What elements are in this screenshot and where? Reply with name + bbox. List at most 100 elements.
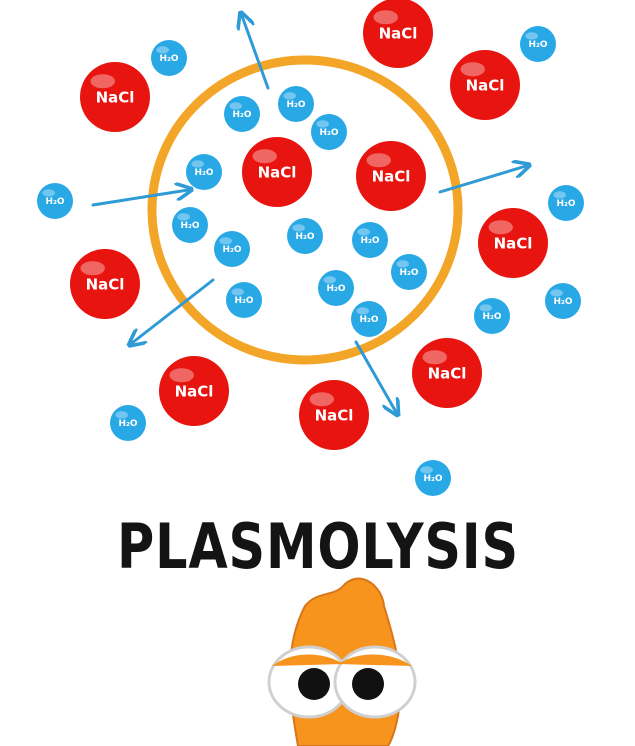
water-molecule-outside-highlight [115,411,128,419]
water-molecule-inside-circle [351,301,387,337]
water-molecule-inside-circle [226,282,262,318]
water-molecule-inside-highlight [396,260,410,268]
water-molecule-outside-highlight [550,289,563,297]
water-molecule-outside-circle [37,183,73,219]
water-molecule-inside: H₂O [172,207,208,243]
nacl-molecule-inside-circle [242,137,312,207]
nacl-molecule-outside: NaCl [70,249,140,319]
nacl-molecule-outside: NaCl [80,62,150,132]
water-molecule-outside-highlight [479,304,493,312]
nacl-molecule-outside-label: NaCl [466,76,505,94]
nacl-molecule-inside-circle [356,141,426,211]
water-molecule-outside-circle [520,26,556,62]
water-molecule-inside-highlight [283,92,297,100]
nacl-molecule-outside: NaCl [159,356,229,426]
water-molecule-inside-label: H₂O [319,128,338,138]
nacl-molecule-outside: NaCl [450,50,520,120]
water-molecule-outside-highlight [420,466,434,474]
nacl-molecule-outside-circle [299,380,369,450]
water-molecule-outside-highlight [525,32,538,40]
water-molecule-outside: H₂O [415,460,451,496]
water-molecule-outside-highlight [42,189,55,197]
nacl-molecule-outside-label: NaCl [86,275,125,293]
water-molecule-inside-highlight [323,276,337,284]
water-molecule-inside-circle [186,154,222,190]
nacl-molecule-outside-highlight [309,392,334,407]
water-molecule-inside-label: H₂O [234,296,253,306]
water-molecule-outside-label: H₂O [528,40,547,50]
nacl-molecule-outside-label: NaCl [379,24,418,42]
nacl-molecule-inside-label: NaCl [372,167,411,185]
water-molecule-inside-highlight [229,102,242,110]
mascot-brow-left [272,654,344,666]
water-molecule-inside-circle [224,96,260,132]
nacl-molecule-outside-circle [159,356,229,426]
water-molecule-inside: H₂O [352,222,388,258]
water-molecule-inside-label: H₂O [222,245,241,255]
water-molecule-inside: H₂O [311,114,347,150]
water-molecule-inside: H₂O [214,231,250,267]
arrow-down-out [354,340,396,412]
water-molecule-inside: H₂O [287,218,323,254]
nacl-molecule-outside-circle [478,208,548,278]
water-molecule-inside: H₂O [318,270,354,306]
nacl-molecule-inside-highlight [252,149,277,164]
nacl-molecule-outside-highlight [80,261,105,276]
arrow-right-out [438,166,526,194]
nacl-molecule-outside-highlight [169,368,194,383]
water-molecule-outside-circle [110,405,146,441]
water-molecule-outside-label: H₂O [553,297,572,307]
water-molecule-outside: H₂O [548,185,584,221]
nacl-molecule-outside-highlight [422,350,447,365]
nacl-molecule-outside-highlight [373,10,398,25]
water-molecule-inside-circle [311,114,347,150]
nacl-molecule-outside-highlight [460,62,485,77]
water-molecule-outside: H₂O [151,40,187,76]
arrow-in-left [91,190,188,207]
water-molecule-outside-highlight [553,191,566,199]
water-molecule-inside: H₂O [351,301,387,337]
nacl-molecule-inside-label: NaCl [258,163,297,181]
water-molecule-inside-label: H₂O [180,221,199,231]
nacl-molecule-outside-circle [412,338,482,408]
water-molecule-inside-highlight [356,307,370,315]
water-molecule-inside-highlight [219,237,232,245]
nacl-molecule-outside: NaCl [478,208,548,278]
nacl-molecule-inside: NaCl [242,137,312,207]
water-molecule-inside-circle [278,86,314,122]
arrow-lower-left-out [132,278,215,343]
nacl-molecule-outside: NaCl [412,338,482,408]
water-molecule-inside-label: H₂O [286,100,305,110]
nacl-molecule-outside-label: NaCl [494,234,533,252]
water-molecule-inside-highlight [191,160,204,168]
water-molecule-inside: H₂O [391,254,427,290]
water-molecule-inside: H₂O [278,86,314,122]
water-molecule-outside-circle [474,298,510,334]
water-molecule-inside-label: H₂O [295,232,314,242]
water-molecule-outside-label: H₂O [423,474,442,484]
nacl-molecule-outside-circle [450,50,520,120]
water-molecule-outside-label: H₂O [45,197,64,207]
water-molecule-inside-label: H₂O [399,268,418,278]
water-molecule-outside-circle [548,185,584,221]
water-molecule-outside: H₂O [474,298,510,334]
water-molecule-inside-circle [287,218,323,254]
water-molecule-inside: H₂O [226,282,262,318]
water-molecule-inside-highlight [177,213,190,221]
mascot-character [267,577,417,746]
water-molecule-inside-circle [214,231,250,267]
cell-membrane [147,55,463,365]
water-molecule-outside-label: H₂O [159,54,178,64]
water-molecule-outside: H₂O [37,183,73,219]
water-molecule-outside: H₂O [520,26,556,62]
water-molecule-inside: H₂O [224,96,260,132]
nacl-molecule-outside-circle [80,62,150,132]
water-molecule-outside-highlight [156,46,169,54]
water-molecule-inside-highlight [231,288,244,296]
water-molecule-inside: H₂O [186,154,222,190]
mascot-left-pupil [298,668,330,700]
nacl-molecule-outside-highlight [90,74,115,89]
diagram-title: PLASMOLYSIS [117,510,519,583]
